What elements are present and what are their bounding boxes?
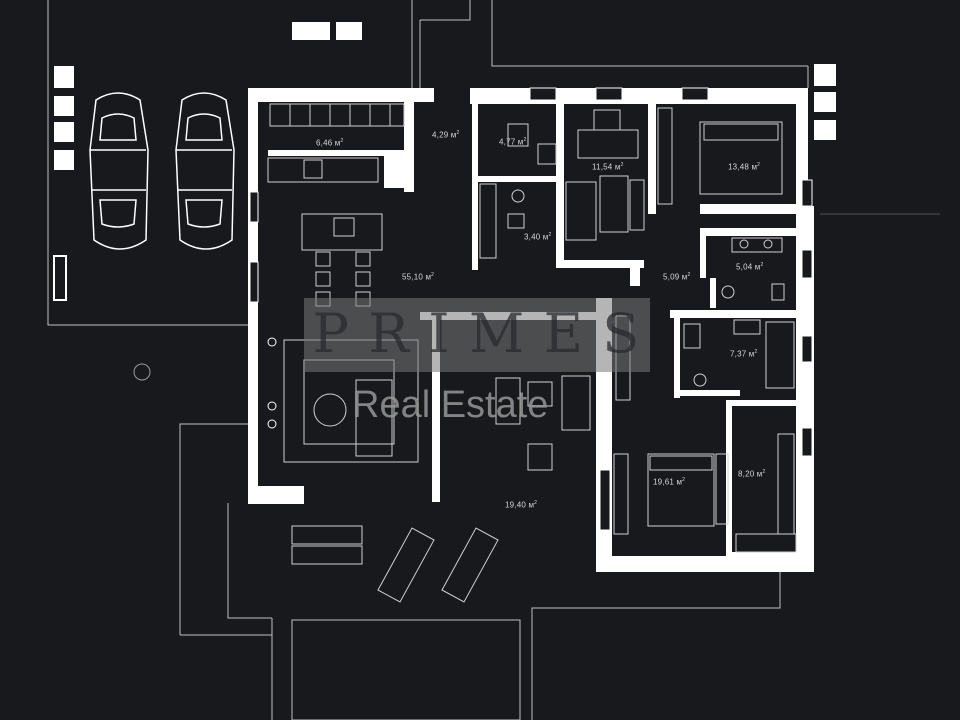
interior-walls <box>268 100 800 556</box>
parking-marks <box>53 22 836 301</box>
area-label-bedroom-2: 19,61 м2 <box>653 477 686 487</box>
area-label-bedroom-1: 13,48 м2 <box>728 162 761 172</box>
area-label-bath-2: 7,37 м2 <box>730 349 758 359</box>
watermark-logo: P R I M E S <box>312 301 642 365</box>
furniture <box>267 103 797 603</box>
area-label-storage: 6,46 м2 <box>316 138 344 148</box>
area-label-bath-1: 5,04 м2 <box>736 262 764 272</box>
area-label-hall: 4,29 м2 <box>432 130 460 140</box>
watermark-subtitle: Real Estate <box>352 384 549 426</box>
car-icon <box>89 92 149 250</box>
area-label-study: 11,54 м2 <box>592 162 624 172</box>
patio-lamp-icon <box>133 337 277 429</box>
area-label-wardrobe: 8,20 м2 <box>738 469 766 479</box>
car-icon <box>175 92 235 250</box>
area-label-bath-small: 3,40 м2 <box>524 232 552 242</box>
watermark-band <box>304 298 650 372</box>
area-label-living: 55,10 м2 <box>402 272 435 282</box>
windows <box>249 87 813 531</box>
area-label-corridor: 5,09 м2 <box>663 272 691 282</box>
area-label-wc: 4,77 м2 <box>499 137 527 147</box>
site-outlines <box>47 0 940 720</box>
area-label-terrace: 19,40 м2 <box>505 500 538 510</box>
